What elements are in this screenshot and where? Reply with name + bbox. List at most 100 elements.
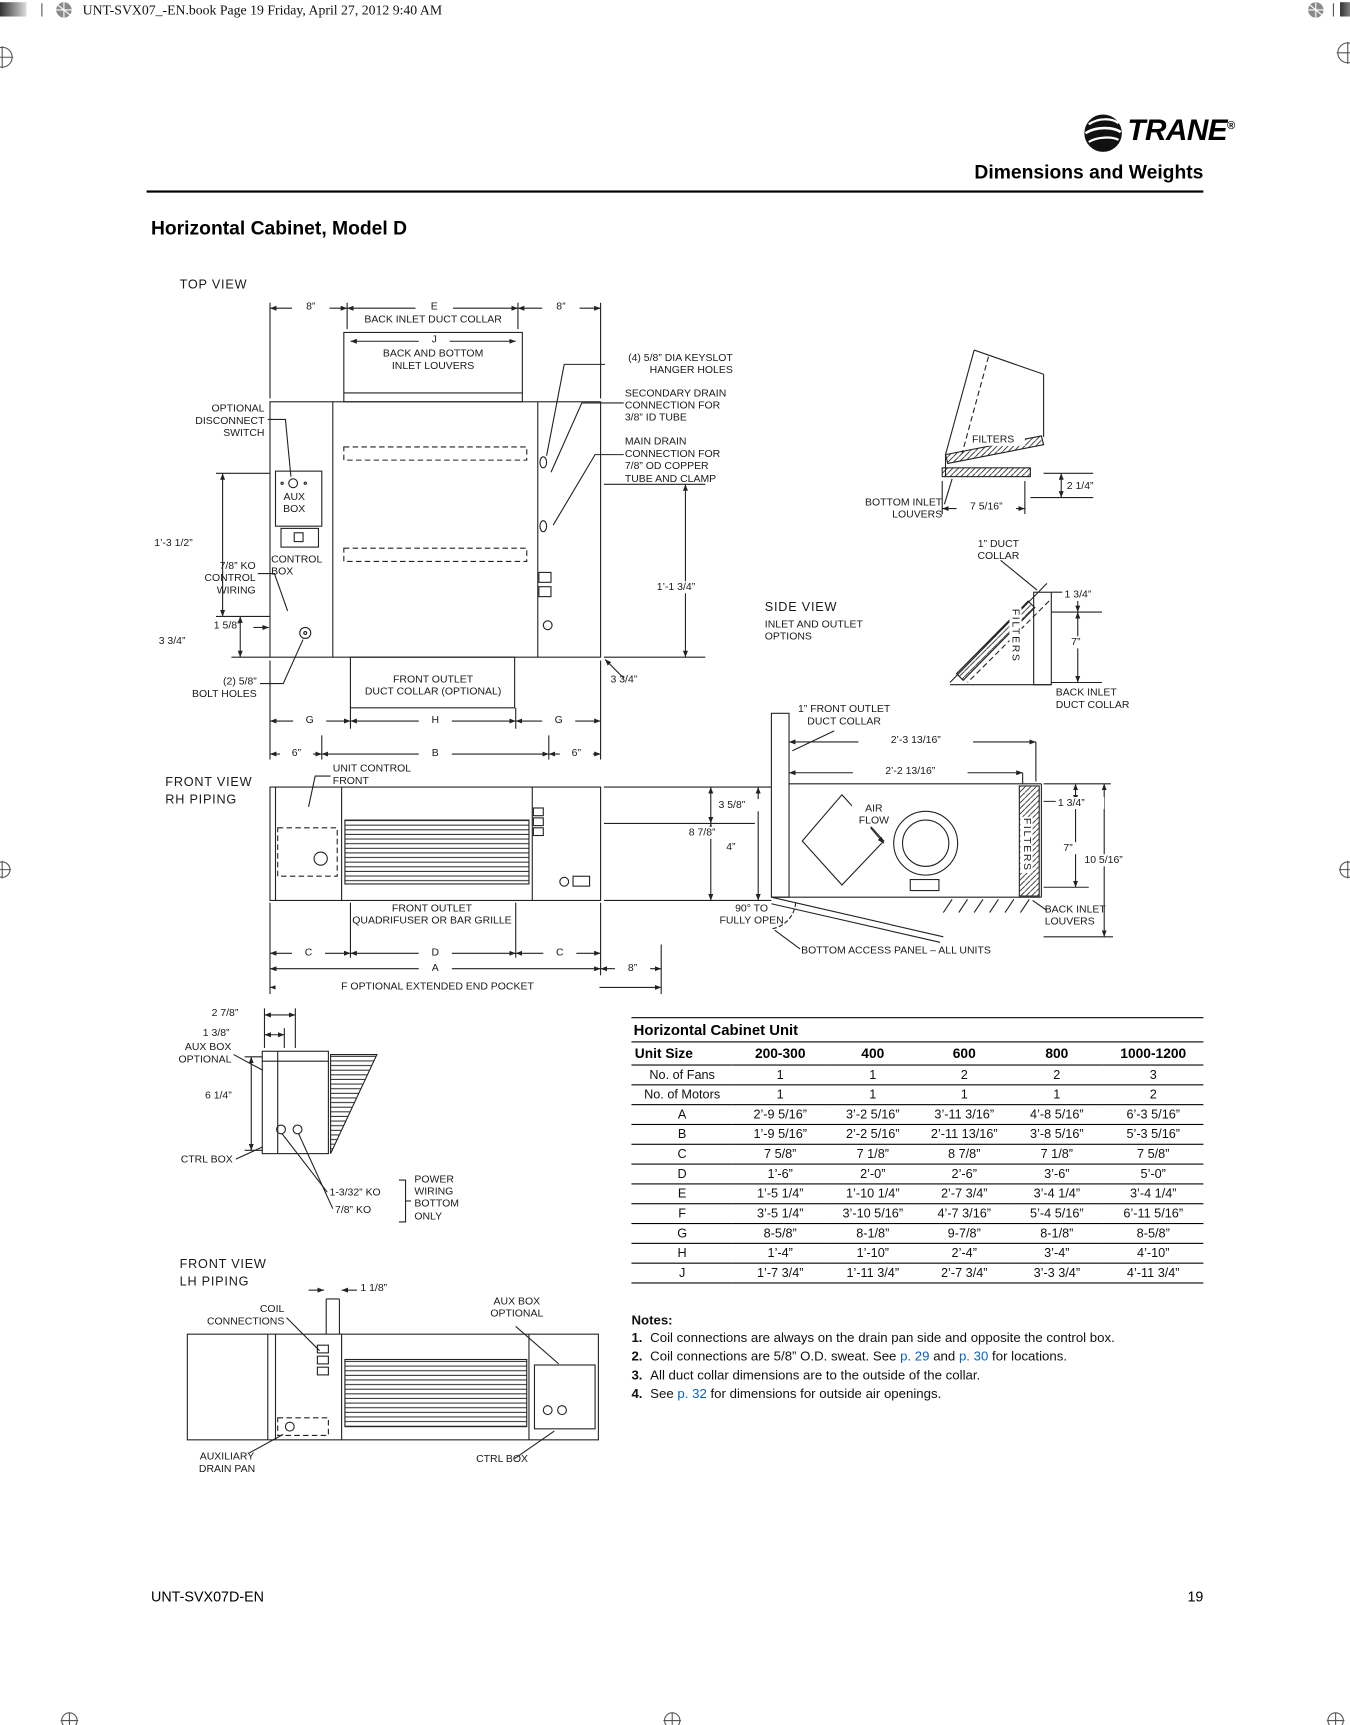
column-header: 400 bbox=[827, 1042, 918, 1066]
value-cell: 1’-6” bbox=[732, 1164, 828, 1185]
note-number: 3. bbox=[631, 1367, 643, 1383]
value-cell: 4’-7 3/16” bbox=[917, 1203, 1011, 1225]
value-cell: 2 bbox=[1010, 1065, 1104, 1086]
value-cell: 5’-0” bbox=[1103, 1164, 1204, 1185]
note-number: 2. bbox=[631, 1348, 643, 1364]
brand-name: TRANE bbox=[1127, 113, 1228, 147]
value-cell: 8-1/8” bbox=[1010, 1223, 1104, 1244]
row-label: E bbox=[631, 1183, 733, 1205]
row-label: H bbox=[631, 1243, 733, 1264]
column-header: 200-300 bbox=[732, 1042, 828, 1066]
keyslot-hanger-holes-label: (4) 5/8” DIA KEYSLOT HANGER HOLES bbox=[628, 352, 733, 377]
value-cell: 1 bbox=[732, 1084, 828, 1106]
value-cell: 3’-5 1/4” bbox=[732, 1203, 828, 1225]
note-text: See p. 32 for dimensions for outside air… bbox=[650, 1386, 1195, 1403]
top-view-title: TOP VIEW bbox=[179, 278, 248, 292]
note-text-segment: and bbox=[929, 1348, 959, 1364]
side-view-title: SIDE VIEW bbox=[764, 601, 838, 615]
value-cell: 5’-4 5/16” bbox=[1010, 1203, 1104, 1225]
value-cell: 2 bbox=[1103, 1084, 1204, 1106]
notes-section: Notes: 1. Coil connections are always on… bbox=[631, 1312, 1195, 1404]
aux-box-optional-label-lh: AUX BOX OPTIONAL bbox=[490, 1295, 544, 1321]
note-text-segment: See bbox=[650, 1385, 678, 1402]
dim-10-5-16: 10 5/16” bbox=[1082, 854, 1144, 867]
section-title: Dimensions and Weights bbox=[974, 160, 1204, 183]
note-text-segment: for locations. bbox=[988, 1348, 1068, 1364]
dim-6-right: 6” bbox=[559, 747, 593, 760]
dim-8-7-8: 8 7/8” bbox=[686, 826, 738, 840]
value-cell: 2’-0” bbox=[827, 1164, 918, 1185]
dim-1-3-4-mid: 1 3/4” bbox=[1062, 588, 1111, 602]
bottom-inlet-louvers-label: BOTTOM INLET LOUVERS bbox=[865, 496, 943, 521]
value-cell: 8-1/8” bbox=[827, 1223, 918, 1244]
footer-page-number: 19 bbox=[1187, 1588, 1204, 1605]
value-cell: 2’-7 3/4” bbox=[917, 1183, 1011, 1205]
value-cell: 1’-5 1/4” bbox=[732, 1183, 828, 1205]
row-label: A bbox=[631, 1104, 733, 1126]
page-link-29[interactable]: p. 29 bbox=[900, 1348, 930, 1364]
value-cell: 3’-8 5/16” bbox=[1010, 1124, 1104, 1145]
value-cell: 3’-4 1/4” bbox=[1103, 1183, 1204, 1205]
column-header: 800 bbox=[1010, 1042, 1104, 1066]
value-cell: 7 5/8” bbox=[1103, 1144, 1204, 1165]
one-inch-duct-collar-label: 1” DUCT COLLAR bbox=[977, 538, 1020, 563]
notes-heading: Notes: bbox=[631, 1312, 673, 1328]
value-cell: 1’-4” bbox=[732, 1243, 828, 1264]
value-cell: 1 bbox=[1010, 1084, 1104, 1106]
value-cell: 3’-3 3/4” bbox=[1010, 1263, 1104, 1284]
value-cell: 4’-10” bbox=[1103, 1243, 1204, 1264]
note-text: Coil connections are 5/8” O.D. sweat. Se… bbox=[650, 1348, 1195, 1365]
dim-f-end-pocket: F OPTIONAL EXTENDED END POCKET bbox=[275, 980, 600, 994]
value-cell: 1 bbox=[732, 1065, 828, 1086]
note-text-segment: for dimensions for outside air openings. bbox=[706, 1385, 942, 1402]
value-cell: 3’-4” bbox=[1010, 1243, 1104, 1264]
ko-control-wiring-label: 7/8” KO CONTROL WIRING bbox=[204, 560, 256, 598]
dim-c1: C bbox=[292, 946, 326, 960]
row-label: No. of Motors bbox=[631, 1084, 733, 1106]
aux-box-label: AUX BOX bbox=[283, 490, 306, 516]
value-cell: 6’-3 5/16” bbox=[1103, 1104, 1204, 1126]
footer-doc-number: UNT-SVX07D-EN bbox=[150, 1588, 265, 1605]
value-cell: 3’-10 5/16” bbox=[827, 1203, 918, 1225]
value-cell: 2’-9 5/16” bbox=[732, 1104, 828, 1126]
column-header: Unit Size bbox=[631, 1042, 733, 1066]
dim-7-mid: 7” bbox=[1068, 636, 1098, 649]
side-view-subtitle: INLET AND OUTLET OPTIONS bbox=[764, 618, 863, 644]
value-cell: 3 bbox=[1103, 1065, 1204, 1086]
value-cell: 1 bbox=[827, 1084, 918, 1106]
value-cell: 2’-6” bbox=[917, 1164, 1011, 1185]
value-cell: 1’-10” bbox=[827, 1243, 918, 1264]
dim-g1: G bbox=[293, 714, 327, 727]
dim-1ft-1-3-4: 1’-1 3/4” bbox=[654, 581, 717, 594]
dim-8-left: 8” bbox=[292, 300, 330, 313]
bottom-access-panel-label: BOTTOM ACCESS PANEL – ALL UNITS bbox=[801, 944, 991, 957]
dim-c2: C bbox=[543, 946, 577, 960]
dim-3-5-8: 3 5/8” bbox=[716, 799, 765, 812]
dim-3-3-4-right: 3 3/4” bbox=[610, 673, 638, 686]
dim-1-5-8: 1 5/8” bbox=[213, 619, 241, 632]
main-drain-label: MAIN DRAIN CONNECTION FOR 7/8” OD COPPER… bbox=[624, 435, 721, 486]
page-link-30[interactable]: p. 30 bbox=[958, 1348, 989, 1364]
value-cell: 3’-4 1/4” bbox=[1010, 1183, 1104, 1205]
note-text: All duct collar dimensions are to the ou… bbox=[650, 1367, 1195, 1384]
column-header: 600 bbox=[917, 1042, 1011, 1066]
unit-control-front-label: UNIT CONTROL FRONT bbox=[332, 762, 412, 788]
note-item: 3. All duct collar dimensions are to the… bbox=[631, 1367, 1195, 1384]
dim-d: D bbox=[418, 946, 452, 960]
power-wiring-label: POWER WIRING BOTTOM ONLY bbox=[414, 1173, 459, 1223]
note-text-segment: Coil connections are 5/8” O.D. sweat. Se… bbox=[650, 1348, 901, 1364]
page-link-32[interactable]: p. 32 bbox=[677, 1385, 707, 1402]
print-header-note: UNT-SVX07_-EN.book Page 19 Friday, April… bbox=[82, 2, 443, 18]
dim-7-bottom: 7” bbox=[1061, 842, 1088, 855]
value-cell: 1 bbox=[827, 1065, 918, 1086]
value-cell: 2’-11 13/16” bbox=[917, 1124, 1011, 1145]
